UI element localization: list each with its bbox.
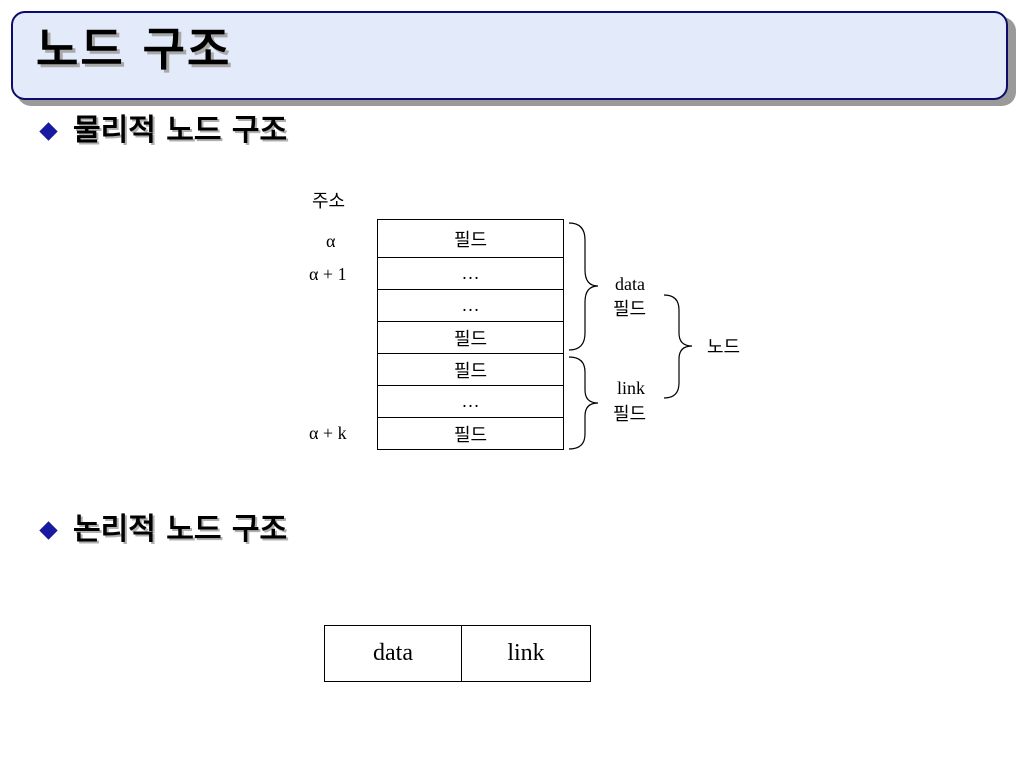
memory-cell: 필드	[377, 353, 564, 386]
memory-cell: 필드	[377, 219, 564, 258]
bullet-logical-text: 논리적 노드 구조	[73, 512, 288, 547]
memory-cell: 필드	[377, 321, 564, 354]
data-field-label-en: data	[615, 274, 645, 294]
address-alpha-plus-k: α + k	[309, 423, 347, 443]
page-title: 노드 구조	[36, 22, 232, 76]
memory-cell: …	[377, 257, 564, 290]
link-field-label-en: link	[617, 378, 646, 398]
link-field-label-ko: 필드	[613, 404, 647, 424]
bullet-logical: 논리적 노드 구조	[38, 515, 287, 545]
node-brace	[663, 294, 693, 399]
node-label: 노드	[707, 337, 741, 357]
memory-cells-table: 필드 … … 필드 필드 … 필드	[377, 219, 564, 450]
link-field-brace	[568, 356, 599, 450]
title-bar	[11, 11, 1008, 100]
diamond-bullet-icon	[39, 520, 58, 540]
logical-link-cell: link	[461, 625, 591, 682]
address-alpha: α	[326, 231, 336, 251]
address-alpha-plus-1: α + 1	[309, 264, 347, 284]
memory-cell: 필드	[377, 417, 564, 450]
data-field-brace	[568, 222, 599, 351]
logical-node-table: data link	[324, 625, 591, 682]
bullet-physical: 물리적 노드 구조	[38, 116, 287, 146]
memory-cell: …	[377, 289, 564, 322]
bullet-physical-text: 물리적 노드 구조	[73, 113, 288, 148]
data-field-label-ko: 필드	[613, 299, 647, 319]
logical-data-cell: data	[324, 625, 462, 682]
address-header: 주소	[312, 191, 346, 211]
